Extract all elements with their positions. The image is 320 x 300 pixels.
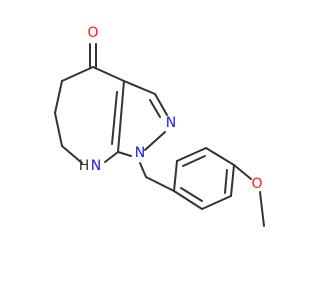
- bond-o-ch3: [259, 191, 265, 227]
- carbonyl-oxygen-label: O: [87, 25, 98, 41]
- bond-c4-c3a: [92, 66, 125, 82]
- bond-n2-n1: [144, 131, 166, 151]
- bond-c5-c6: [54, 80, 63, 114]
- bond-ar4-ar5: [230, 164, 235, 197]
- bond-ar2-ar3: [176, 147, 207, 162]
- bond-ar2-ar3-inner: [182, 155, 206, 167]
- bond-c6-c7: [54, 112, 63, 147]
- amine-hydrogen-label: H: [79, 158, 90, 174]
- bond-ar1-ar2: [173, 160, 178, 192]
- pyrazole-n2-label: N: [166, 115, 176, 131]
- bond-ar3-ar4: [205, 147, 235, 166]
- pyrazole-n1-label: N: [135, 145, 145, 161]
- bond-n8-c8a: [104, 151, 119, 163]
- bond-c7-n8: [61, 145, 83, 164]
- bond-c3a-c3: [123, 80, 156, 95]
- bond-ch2-ar: [145, 176, 175, 192]
- bond-c3-n2: [154, 93, 168, 116]
- bond-c3a-c8a: [117, 80, 125, 153]
- bond-ar4-o: [233, 164, 252, 180]
- bond-n1-c8a: [117, 151, 132, 157]
- bond-c4-c5: [61, 66, 94, 82]
- bond-c3a-c8a-inner: [111, 91, 118, 145]
- chemical-structure: O N N N H O: [54, 25, 265, 227]
- bond-ar6-ar1-inner: [180, 187, 203, 202]
- bond-ar6-ar1: [173, 190, 203, 210]
- bond-ar4-ar5-inner: [224, 169, 228, 194]
- ether-oxygen-label: O: [251, 176, 262, 192]
- bond-c3-n2-inner: [149, 99, 161, 118]
- structure-canvas: O N N N H O: [54, 25, 265, 227]
- bond-n1-ch2: [139, 162, 147, 178]
- bond-ar5-ar6: [201, 195, 232, 210]
- amine-nitrogen-label: N: [91, 158, 101, 174]
